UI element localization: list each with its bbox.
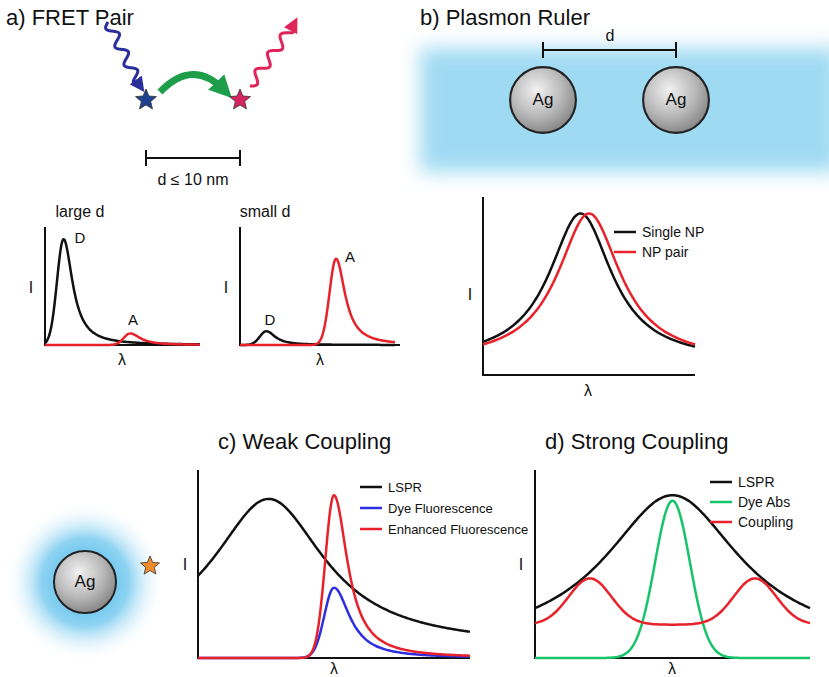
spectrum-curve — [45, 239, 200, 344]
nanoparticle-circle: Ag — [52, 549, 118, 615]
panel-title: a) FRET Pair — [6, 7, 134, 29]
photon-wave — [106, 22, 140, 86]
distance-label: d — [606, 28, 615, 44]
peak-label: D — [265, 312, 276, 327]
axis-label: I — [183, 557, 187, 573]
spectrum-curve — [45, 334, 200, 346]
spectrum-curve — [535, 578, 810, 624]
plot-axes — [535, 470, 810, 658]
panel-title: c) Weak Coupling — [218, 431, 391, 453]
legend-sample — [360, 528, 382, 531]
spectrum-curve — [240, 259, 395, 345]
legend-sample — [614, 231, 636, 234]
legend-entry: NP pair — [642, 245, 688, 259]
photon-wave — [250, 24, 294, 86]
legend-sample — [710, 501, 732, 504]
legend-text: Dye Fluorescence — [388, 501, 493, 516]
dye-star — [230, 89, 251, 109]
legend-text: Coupling — [738, 514, 793, 530]
legend-sample — [710, 521, 732, 524]
plot-title: small d — [240, 204, 291, 220]
legend-sample — [710, 481, 732, 484]
legend-text: LSPR — [738, 474, 775, 490]
legend-text: NP pair — [642, 244, 688, 260]
axis-label: I — [29, 280, 33, 296]
peak-label: A — [345, 249, 355, 264]
axis-label: λ — [584, 383, 592, 399]
legend-entry: Dye Abs — [738, 495, 790, 509]
distance-bracket — [146, 150, 240, 166]
legend-sample — [360, 507, 382, 510]
panel-title: b) Plasmon Ruler — [420, 7, 590, 29]
panel-title: d) Strong Coupling — [545, 431, 728, 453]
plot-title: large d — [56, 204, 105, 220]
legend-entry: LSPR — [738, 475, 775, 489]
energy-transfer-arrow — [160, 74, 224, 92]
axis-label: λ — [316, 352, 324, 368]
dye-star — [136, 89, 157, 109]
peak-label: A — [128, 312, 138, 327]
dye-star — [140, 556, 159, 574]
legend-text: Dye Abs — [738, 494, 790, 510]
peak-label: D — [75, 230, 86, 245]
axis-label: I — [468, 287, 472, 303]
distance-bracket — [543, 42, 676, 58]
axis-label: I — [519, 557, 523, 573]
legend-entry: Coupling — [738, 515, 793, 529]
plot-axes — [198, 470, 470, 658]
particle-label: Ag — [533, 90, 554, 110]
axis-label: I — [224, 280, 228, 296]
plot-axes — [483, 197, 695, 375]
nanoparticle-circle: Ag — [641, 65, 711, 135]
legend-entry: Single NP — [642, 225, 704, 239]
plot-axes — [240, 227, 400, 345]
legend-entry: Enhanced Fluorescence — [388, 523, 528, 536]
particle-label: Ag — [75, 572, 96, 592]
legend-entry: LSPR — [388, 481, 422, 494]
axis-label: λ — [668, 661, 676, 677]
particle-label: Ag — [666, 90, 687, 110]
distance-label: d ≤ 10 nm — [157, 172, 228, 188]
spectrum-curve — [535, 501, 810, 658]
legend-text: LSPR — [388, 480, 422, 495]
plot-axes — [45, 227, 200, 345]
nanoparticle-circle: Ag — [508, 65, 578, 135]
spectrum-curve — [198, 499, 470, 632]
legend-text: Enhanced Fluorescence — [388, 522, 528, 537]
spectrum-curve — [535, 495, 810, 608]
legend-entry: Dye Fluorescence — [388, 502, 493, 515]
spectrum-curve — [198, 588, 470, 658]
axis-label: λ — [118, 352, 126, 368]
spectrum-curve — [198, 495, 470, 658]
axis-label: λ — [330, 661, 338, 677]
legend-sample — [614, 251, 636, 254]
legend-text: Single NP — [642, 224, 704, 240]
legend-sample — [360, 486, 382, 489]
